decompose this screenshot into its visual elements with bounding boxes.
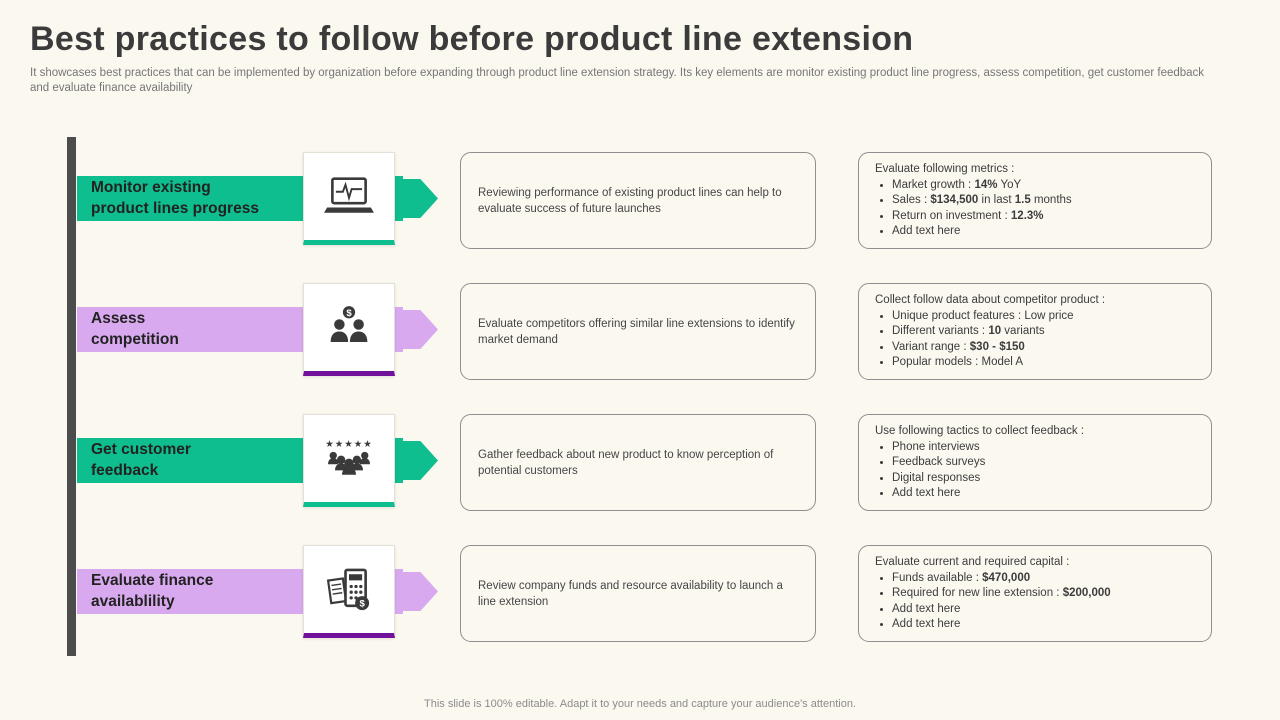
details-title: Use following tactics to collect feedbac… bbox=[875, 425, 1085, 437]
arrow-right-icon bbox=[394, 441, 438, 480]
description-text: Review company funds and resource availa… bbox=[478, 579, 783, 608]
details-box: Evaluate current and required capital : … bbox=[858, 545, 1212, 642]
bullet-item: Popular models : Model A bbox=[892, 355, 1197, 370]
details-title: Collect follow data about competitor pro… bbox=[875, 294, 1106, 306]
details-list: Market growth : 14% YoYSales : $134,500 … bbox=[875, 178, 1197, 239]
svg-text:★★★★★: ★★★★★ bbox=[325, 438, 372, 449]
details-box: Use following tactics to collect feedbac… bbox=[858, 414, 1212, 511]
arrow-right-icon bbox=[394, 572, 438, 611]
page-title: Best practices to follow before product … bbox=[30, 20, 914, 58]
details-title: Evaluate following metrics : bbox=[875, 163, 1015, 175]
laptop-pulse-icon bbox=[324, 176, 374, 213]
row-label: Get customer feedback bbox=[91, 441, 191, 479]
bullet-item: Add text here bbox=[892, 602, 1197, 617]
icon-box: ★★★★★ bbox=[303, 414, 395, 507]
arrow-right-icon bbox=[394, 310, 438, 349]
bullet-item: Funds available : $470,000 bbox=[892, 571, 1197, 586]
bullet-item: Sales : $134,500 in last 1.5 months bbox=[892, 193, 1197, 208]
svg-text:$: $ bbox=[346, 307, 352, 318]
bullet-item: Different variants : 10 variants bbox=[892, 324, 1197, 339]
practice-row-customer-feedback: Get customer feedback ★★★★★ Gather feedb… bbox=[0, 414, 1280, 511]
practice-row-finance-availability: Evaluate finance availablility $ bbox=[0, 545, 1280, 642]
bullet-item: Required for new line extension : $200,0… bbox=[892, 586, 1197, 601]
icon-box bbox=[303, 152, 395, 245]
description-box: Evaluate competitors offering similar li… bbox=[460, 283, 816, 380]
practice-row-assess-competition: Assess competition $ Evaluate competitor… bbox=[0, 283, 1280, 380]
slide-subtitle: It showcases best practices that can be … bbox=[30, 67, 1205, 94]
footer-note: This slide is 100% editable. Adapt it to… bbox=[424, 698, 856, 710]
icon-box: $ bbox=[303, 283, 395, 376]
description-text: Evaluate competitors offering similar li… bbox=[478, 317, 795, 346]
arrow-right-icon bbox=[394, 179, 438, 218]
row-label: Monitor existing product lines progress bbox=[91, 179, 259, 217]
practice-row-monitor-progress: Monitor existing product lines progress … bbox=[0, 152, 1280, 249]
bullet-item: Add text here bbox=[892, 486, 1197, 501]
description-box: Review company funds and resource availa… bbox=[460, 545, 816, 642]
description-box: Gather feedback about new product to kno… bbox=[460, 414, 816, 511]
people-dollar-icon: $ bbox=[330, 305, 368, 342]
row-label: Evaluate finance availablility bbox=[91, 572, 214, 610]
details-box: Evaluate following metrics : Market grow… bbox=[858, 152, 1212, 249]
description-text: Gather feedback about new product to kno… bbox=[478, 448, 774, 477]
bullet-item: Return on investment : 12.3% bbox=[892, 209, 1197, 224]
details-list: Funds available : $470,000Required for n… bbox=[875, 571, 1197, 632]
bullet-item: Add text here bbox=[892, 617, 1197, 632]
timeline-bar bbox=[67, 137, 76, 656]
bullet-item: Market growth : 14% YoY bbox=[892, 178, 1197, 193]
details-list: Unique product features : Low priceDiffe… bbox=[875, 309, 1197, 370]
details-box: Collect follow data about competitor pro… bbox=[858, 283, 1212, 380]
details-title: Evaluate current and required capital : bbox=[875, 556, 1070, 568]
icon-box: $ bbox=[303, 545, 395, 638]
bullet-item: Variant range : $30 - $150 bbox=[892, 340, 1197, 355]
finance-calculator-icon: $ bbox=[326, 568, 370, 610]
row-label: Assess competition bbox=[91, 310, 179, 348]
bullet-item: Digital responses bbox=[892, 471, 1197, 486]
description-box: Reviewing performance of existing produc… bbox=[460, 152, 816, 249]
bullet-item: Feedback surveys bbox=[892, 455, 1197, 470]
crowd-stars-icon: ★★★★★ bbox=[325, 438, 372, 475]
bullet-item: Phone interviews bbox=[892, 440, 1197, 455]
bullet-item: Add text here bbox=[892, 224, 1197, 239]
description-text: Reviewing performance of existing produc… bbox=[478, 186, 782, 215]
svg-text:$: $ bbox=[359, 598, 365, 609]
details-list: Phone interviewsFeedback surveysDigital … bbox=[875, 440, 1197, 501]
bullet-item: Unique product features : Low price bbox=[892, 309, 1197, 324]
